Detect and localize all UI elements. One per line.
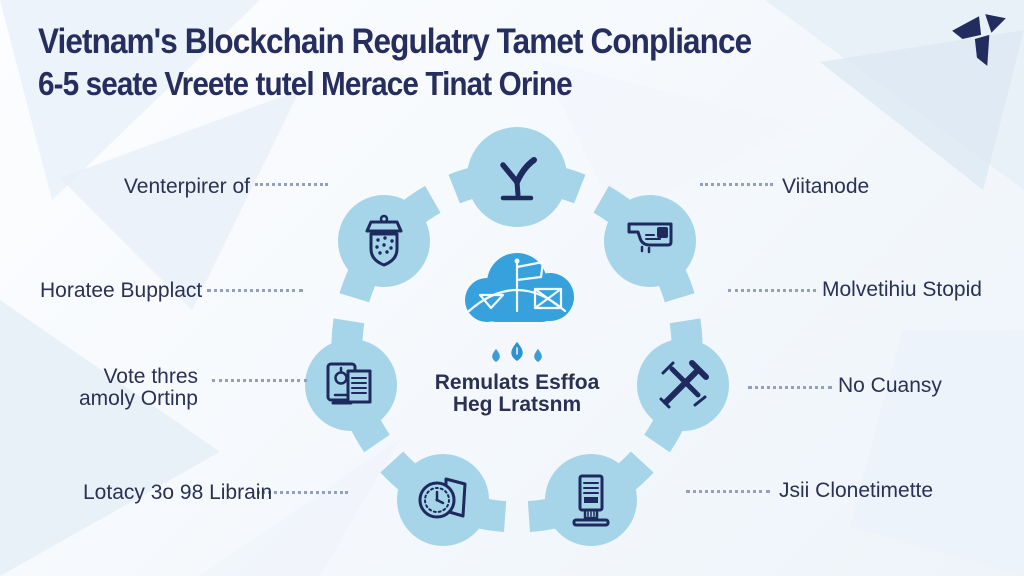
label-viitanode: Viitanode	[782, 175, 870, 198]
dotted-connector	[257, 491, 348, 494]
center-caption: Remulats Esffoa Heg Lratsnm	[397, 372, 637, 416]
security-camera-icon	[627, 222, 673, 254]
dotted-connector	[686, 490, 770, 493]
shield-dots-icon	[365, 214, 403, 267]
droplet-icon	[534, 349, 542, 362]
crossed-gavels-icon	[659, 360, 709, 409]
angular-y-logo	[952, 14, 1006, 66]
center-caption-line1: Remulats Esffoa	[434, 371, 600, 394]
label-molvetihiu: Molvetihiu Stopid	[822, 278, 982, 301]
label-jsii: Jsii Clonetimette	[779, 479, 934, 502]
droplet-icons	[492, 342, 542, 362]
label-lotacy: Lotacy 3o 98 Librain	[83, 481, 273, 504]
title-line1: Vietnam's Blockchain Regulatry Tamet Con…	[38, 22, 752, 61]
dotted-connector	[700, 183, 773, 186]
label-no-cuansy: No Cuansy	[838, 374, 942, 397]
label-venterpirer: Venterpirer of	[123, 175, 250, 198]
dotted-connector	[212, 379, 307, 382]
center-caption-line2: Heg Lratsnm	[452, 393, 582, 416]
seal-document-icon	[418, 477, 467, 519]
sign-stand-icon	[572, 474, 610, 527]
label-vote-line1: Vote thres	[103, 365, 198, 388]
title-line2: 6-5 seate Vreete tutel Merace Tinat Orin…	[38, 65, 573, 102]
tablet-document-icon	[326, 362, 372, 405]
node-top-left	[338, 195, 430, 287]
dotted-connector	[748, 386, 832, 389]
dotted-connector	[728, 289, 816, 292]
label-horatee: Horatee Bupplact	[40, 279, 203, 302]
dotted-connector	[255, 183, 328, 186]
label-vote: Vote thres amoly Ortinp	[70, 366, 198, 410]
dotted-connector	[207, 289, 303, 292]
label-vote-line2: amoly Ortinp	[78, 387, 198, 410]
wind-turbine-icon	[500, 157, 537, 201]
cloud-scales-icon	[465, 253, 574, 322]
droplet-icon	[492, 349, 500, 362]
page-title: Vietnam's Blockchain Regulatry Tamet Con…	[38, 22, 831, 103]
node-top-right	[604, 195, 696, 287]
